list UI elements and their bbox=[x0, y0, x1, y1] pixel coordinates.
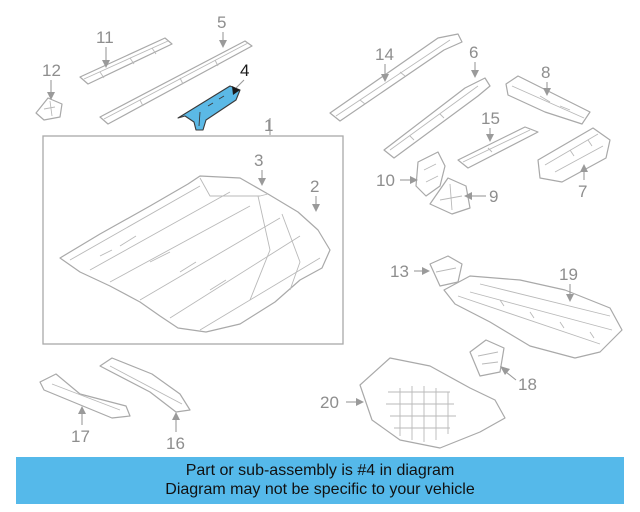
callout-12: 12 bbox=[42, 61, 61, 80]
callout-6: 6 bbox=[469, 43, 478, 62]
callout-9: 9 bbox=[489, 187, 498, 206]
part-5-shape bbox=[99, 40, 253, 125]
callout-10: 10 bbox=[376, 171, 395, 190]
callout-20: 20 bbox=[320, 393, 339, 412]
callout-3: 3 bbox=[254, 151, 263, 170]
callout-4-highlighted: 4 bbox=[240, 61, 249, 80]
callout-13: 13 bbox=[390, 262, 409, 281]
callout-14: 14 bbox=[375, 45, 394, 64]
banner-line-1: Part or sub-assembly is #4 in diagram bbox=[185, 462, 455, 479]
callout-7: 7 bbox=[578, 182, 587, 201]
callout-8: 8 bbox=[541, 63, 550, 82]
part-20-shape bbox=[359, 357, 506, 449]
part-16-shape bbox=[99, 357, 191, 413]
parts-diagram: 1 2 3 4 5 6 7 8 9 10 11 12 13 14 15 16 1… bbox=[35, 13, 623, 453]
part-13-shape bbox=[429, 255, 463, 287]
info-banner: Part or sub-assembly is #4 in diagram Di… bbox=[16, 457, 624, 504]
part-1-assembly-box bbox=[42, 135, 344, 345]
part-10-shape bbox=[415, 151, 446, 197]
callout-18: 18 bbox=[518, 375, 537, 394]
callout-19: 19 bbox=[559, 265, 578, 284]
part-7-shape bbox=[537, 127, 611, 183]
part-9-shape bbox=[429, 177, 471, 215]
callout-2: 2 bbox=[310, 177, 319, 196]
callout-1: 1 bbox=[264, 116, 273, 135]
floor-pan-shape bbox=[59, 175, 331, 333]
part-8-shape bbox=[505, 75, 591, 125]
banner-line-2: Diagram may not be specific to your vehi… bbox=[165, 481, 475, 498]
part-11-shape bbox=[79, 37, 173, 85]
part-14-shape bbox=[329, 33, 463, 122]
part-19-shape bbox=[443, 275, 623, 359]
part-17-shape bbox=[39, 373, 131, 419]
part-15-shape bbox=[457, 126, 539, 169]
part-4-shape bbox=[177, 85, 241, 131]
callout-11: 11 bbox=[96, 28, 114, 47]
part-18-shape bbox=[469, 339, 505, 377]
callout-17: 17 bbox=[71, 427, 90, 446]
leader-lines bbox=[47, 32, 588, 432]
part-6-shape bbox=[383, 77, 491, 159]
callout-15: 15 bbox=[481, 109, 500, 128]
part-12-shape bbox=[35, 97, 63, 121]
callout-16: 16 bbox=[166, 434, 185, 453]
callout-5: 5 bbox=[217, 13, 226, 32]
